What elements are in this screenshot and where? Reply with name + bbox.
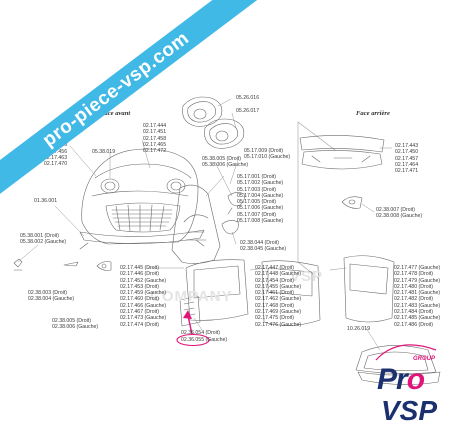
logo-pro-o: o — [406, 363, 425, 396]
label-rear-lamp: 02.38.007 (Droit) 02.38.008 (Gauche) — [376, 207, 423, 220]
label-lamp: 02.38.005 (Droit) 02.38.006 (Gauche) — [52, 318, 99, 331]
windscreen-view — [355, 345, 441, 385]
label-wing-top: 05.17.009 (Droit) 05.17.010 (Gauche) — [244, 148, 291, 161]
mirror — [221, 192, 245, 235]
label-door-front: 02.17.445 (Droit) 02.17.446 (Droit) 02.1… — [120, 265, 167, 328]
label-indicator: 05.38.001 (Droit) 05.38.002 (Gauche) — [20, 233, 67, 246]
label-door-rear: 02.17.477 (Gauche) 02.17.478 (Droit) 02.… — [394, 265, 441, 328]
front-door — [179, 259, 249, 327]
label-bumper: 01.36.001 — [34, 198, 58, 204]
label-wing: 05.17.001 (Droit) 05.17.002 (Gauche) 05.… — [237, 174, 284, 225]
label-door-middle: 02.17.447 (Droit) 02.17.448 (Gauche) 02.… — [255, 265, 302, 328]
label-handle-left: 02.36.055 (Gauche) — [181, 337, 227, 343]
label-door-seal: 02.38.044 (Droit) 02.38.045 (Gauche) — [240, 240, 287, 253]
pro-vsp-logo: GROUP Pro VSP — [375, 352, 463, 432]
headlight-units — [182, 96, 245, 149]
logo-arc-accent — [375, 344, 437, 361]
handle-highlight — [176, 310, 210, 347]
rear-door — [343, 255, 395, 323]
divider-rear-diagonal-2 — [297, 261, 319, 279]
label-windscreen: 10.26.019 — [347, 326, 371, 332]
label-clips: 02.38.003 (Droit) 02.38.004 (Gauche) — [28, 290, 75, 303]
logo-group-text: GROUP — [413, 356, 436, 362]
label-handle-right: 02.36.054 (Droit) — [181, 330, 220, 336]
rear-lamp — [341, 196, 363, 209]
label-headlight: 05.26.016 05.26.017 — [236, 95, 260, 114]
front-car-body — [79, 148, 205, 250]
logo-vsp-text: VSP — [381, 395, 438, 426]
logo-pro-text: Pro — [377, 363, 425, 397]
middle-door — [261, 260, 321, 326]
section-title-rear: Face arrière — [356, 110, 390, 117]
rear-bumper — [299, 135, 385, 170]
watermark-left: COMPANY — [150, 288, 233, 305]
watermark-right: VSP — [290, 268, 324, 285]
label-handle-left-code: 02.36.055 — [181, 337, 205, 343]
leader-lines — [17, 98, 393, 351]
section-title-front: Face avant — [100, 110, 131, 117]
label-mirror: 05.38.005 (Droit) 05.38.006 (Gauche) — [202, 156, 249, 169]
label-bonnet: 02.17.444 02.17.451 02.17.458 02.17.465 … — [143, 123, 167, 155]
label-handle-left-side: (Gauche) — [204, 337, 228, 343]
label-fog: 05.38.019 — [92, 149, 116, 155]
label-rear-bumper: 02.17.443 02.17.450 02.17.457 02.17.464 … — [395, 143, 419, 175]
small-front-parts — [13, 258, 112, 271]
front-wing — [171, 184, 221, 264]
logo-pro-letters: Pr — [377, 363, 408, 396]
